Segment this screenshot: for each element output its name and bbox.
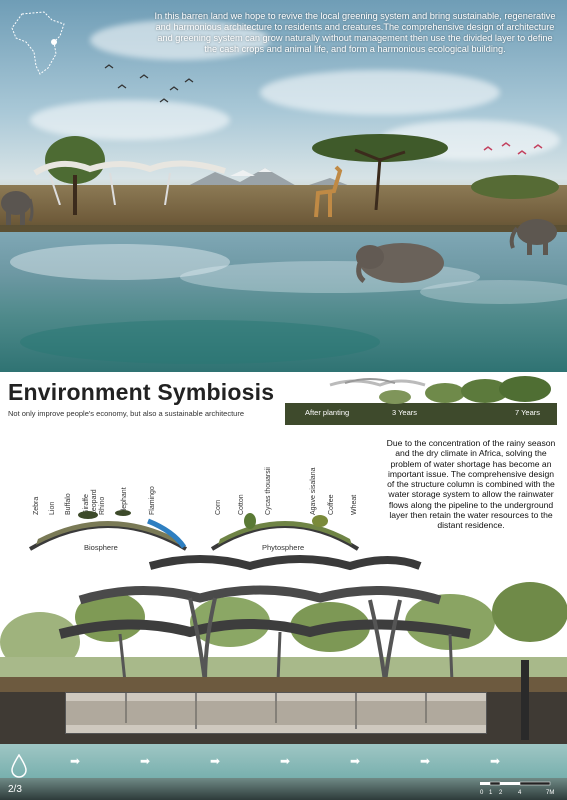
stage-3-years: 3 Years xyxy=(392,408,418,417)
biosphere-label: Biosphere xyxy=(84,543,118,552)
water-well-pipe xyxy=(521,660,529,740)
flow-arrow-icon: ➡ xyxy=(140,754,151,768)
intro-text: In this barren land we hope to revive th… xyxy=(154,11,556,54)
stage-after-planting: After planting xyxy=(305,408,350,417)
biosphere-species: Zebra Lion Buffalo Giraffe Leopard Rhino… xyxy=(28,440,188,515)
phytosphere-species: Corn Cotton Cycas thouarsii Agave sisala… xyxy=(212,440,372,515)
phytosphere-label: Phytosphere xyxy=(262,543,305,552)
phytosphere-dome xyxy=(210,513,360,551)
acacia-tree xyxy=(312,134,448,210)
underground-storage xyxy=(65,692,487,734)
flow-arrow-icon: ➡ xyxy=(280,754,291,768)
growth-timeline xyxy=(285,376,557,425)
scale-tick: 1 xyxy=(489,790,493,796)
flow-arrow-icon: ➡ xyxy=(350,754,361,768)
cloud xyxy=(260,70,500,115)
section-subtitle: Not only improve people's economy, but a… xyxy=(8,409,245,418)
page-number: 2/3 xyxy=(8,784,22,795)
water-drop-icon xyxy=(11,754,27,778)
flow-arrow-icon: ➡ xyxy=(490,754,501,768)
hero-render: In this barren land we hope to revive th… xyxy=(0,0,567,372)
elephant xyxy=(1,191,34,225)
aquifer-layer xyxy=(0,744,567,778)
elephant xyxy=(509,219,557,255)
flow-arrow-icon: ➡ xyxy=(70,754,81,768)
flow-arrow-icon: ➡ xyxy=(210,754,221,768)
stage-7-years: 7 Years xyxy=(515,408,541,417)
shrubs xyxy=(471,175,559,199)
africa-map xyxy=(11,11,65,75)
bathing-elephant xyxy=(356,243,444,283)
scale-tick: 4 xyxy=(518,790,522,796)
canopy-structure xyxy=(33,160,226,205)
scale-tick: 2 xyxy=(499,790,503,796)
waterhole xyxy=(0,232,567,372)
section-title: Environment Symbiosis xyxy=(8,379,275,405)
flamingos xyxy=(483,142,543,155)
flow-arrow-icon: ➡ xyxy=(420,754,431,768)
section-elevation: ➡ ➡ ➡ ➡ ➡ ➡ ➡ xyxy=(0,552,567,800)
cloud xyxy=(30,100,230,140)
bedrock-layer xyxy=(0,778,567,800)
water-pipes xyxy=(66,693,486,729)
water-reflections xyxy=(10,244,567,364)
cloud xyxy=(90,20,270,60)
canopy-structure-section xyxy=(58,555,471,682)
biosphere-dome xyxy=(28,510,188,551)
giraffe xyxy=(314,165,343,218)
flying-birds xyxy=(104,64,194,103)
water-system-description: Due to the concentration of the rainy se… xyxy=(386,438,556,531)
scale-bar: 0 1 2 4 7M xyxy=(480,781,554,796)
ground-layer xyxy=(0,677,567,695)
scale-tick: 7M xyxy=(546,790,554,796)
scale-tick: 0 xyxy=(480,790,484,796)
